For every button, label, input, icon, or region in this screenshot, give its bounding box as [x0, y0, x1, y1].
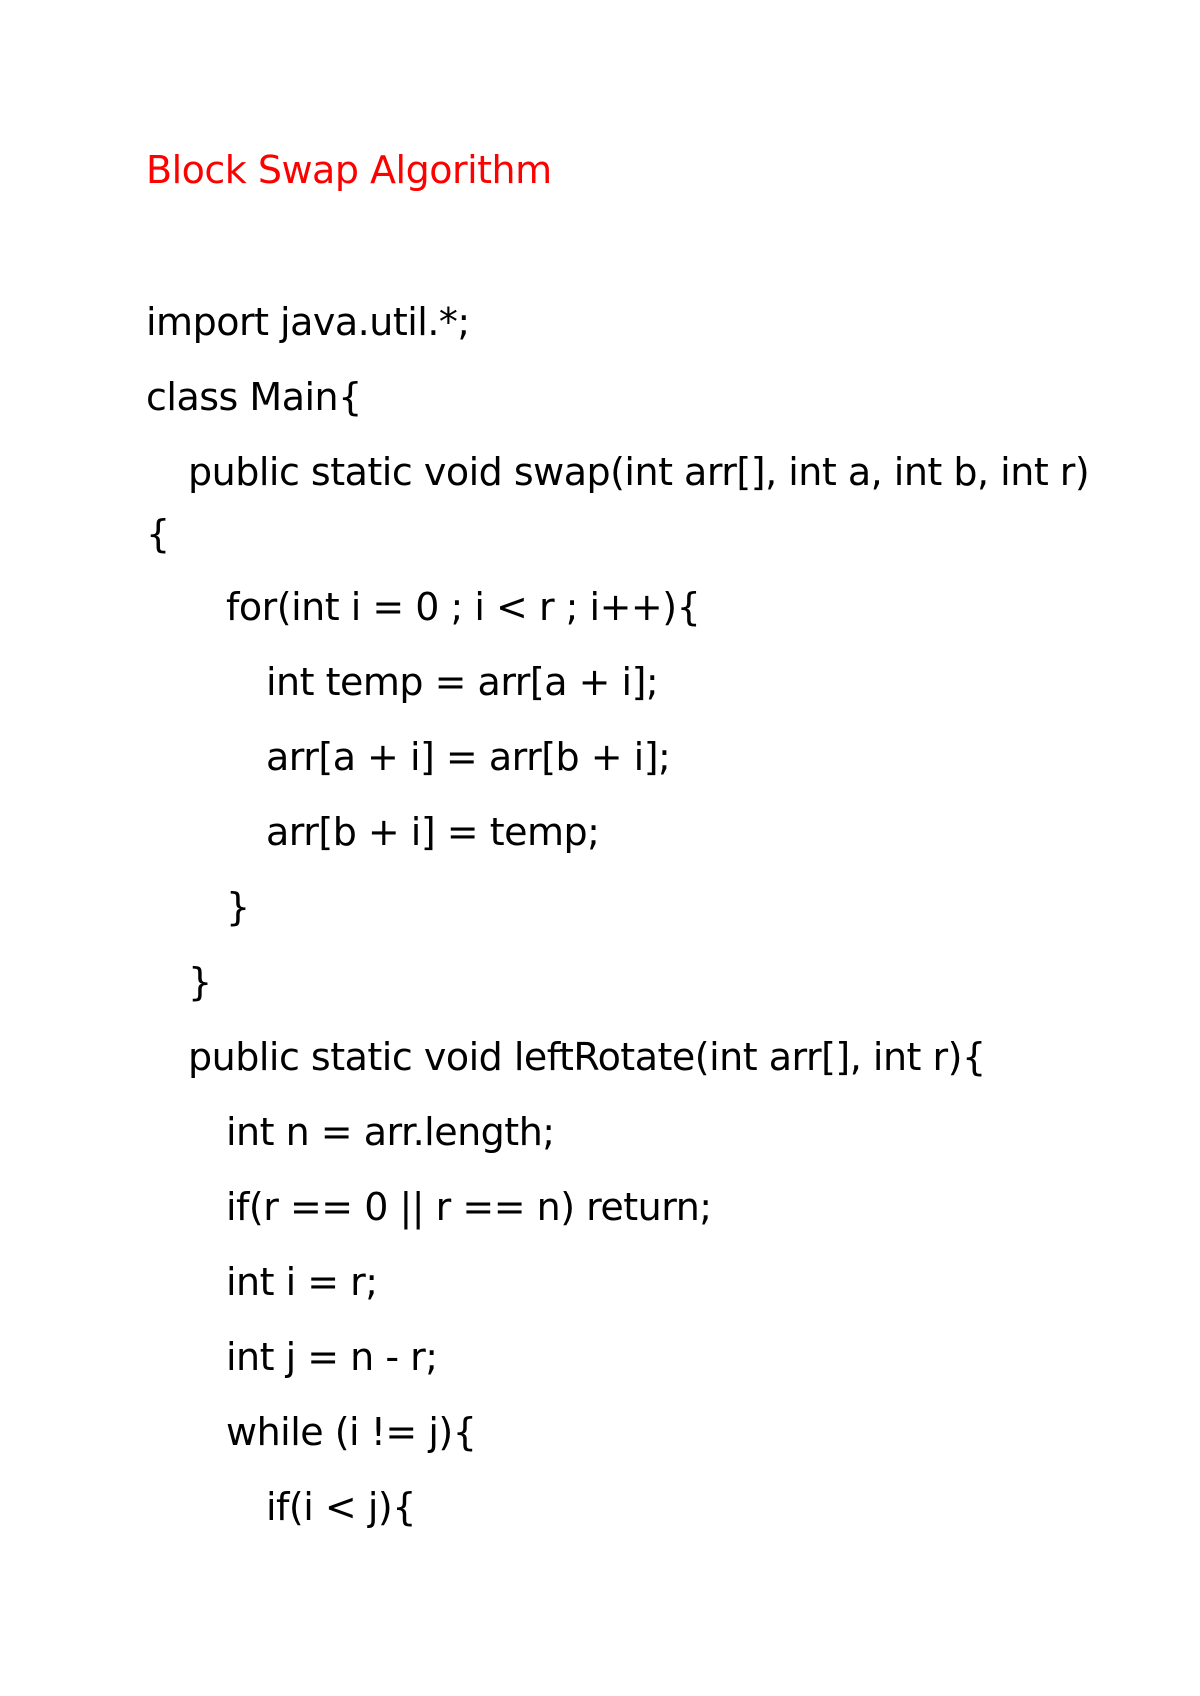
code-line: int n = arr.length; [226, 1110, 555, 1154]
code-line: int temp = arr[a + i]; [266, 660, 659, 704]
code-line: { [146, 512, 170, 556]
code-line: } [188, 960, 212, 1004]
code-line: } [226, 885, 250, 929]
code-line: arr[a + i] = arr[b + i]; [266, 735, 671, 779]
document-title: Block Swap Algorithm [146, 148, 552, 192]
code-line: while (i != j){ [226, 1410, 477, 1454]
code-line: int j = n - r; [226, 1335, 438, 1379]
code-line: class Main{ [146, 375, 362, 419]
code-line: int i = r; [226, 1260, 378, 1304]
code-line: public static void swap(int arr[], int a… [188, 450, 1090, 494]
code-line: import java.util.*; [146, 300, 470, 344]
code-line: for(int i = 0 ; i < r ; i++){ [226, 585, 701, 629]
code-line: public static void leftRotate(int arr[],… [188, 1035, 986, 1079]
code-line: arr[b + i] = temp; [266, 810, 600, 854]
code-line: if(r == 0 || r == n) return; [226, 1185, 712, 1229]
code-line: if(i < j){ [266, 1485, 416, 1529]
